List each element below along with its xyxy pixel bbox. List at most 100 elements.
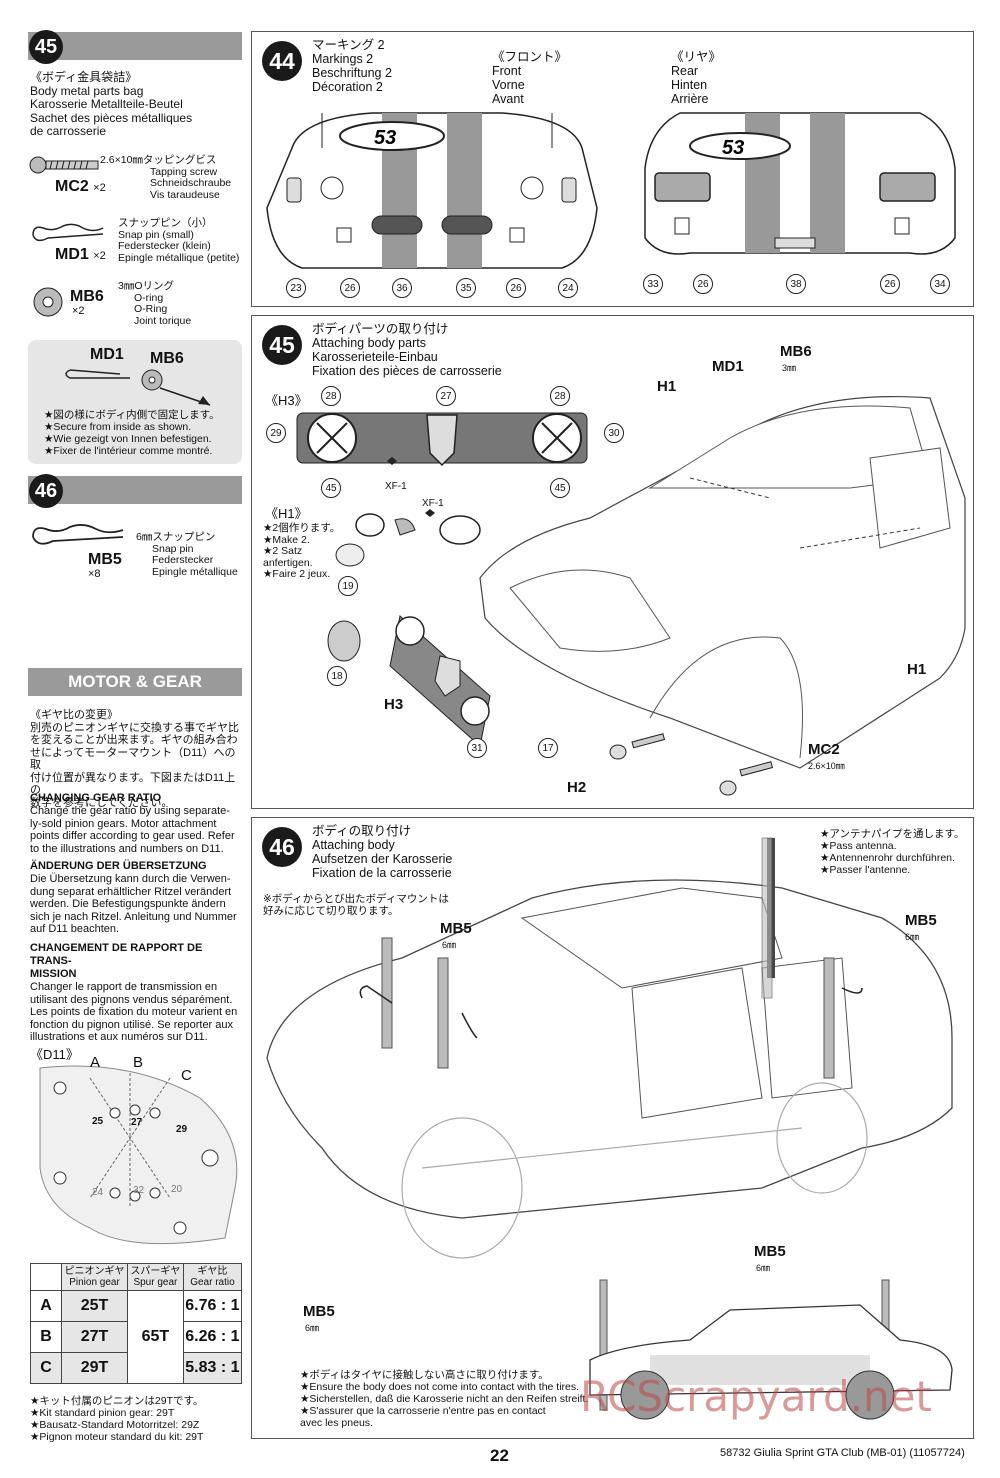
xf1-label-h1: XF-1	[422, 498, 444, 509]
table-row: A 25T 65T 6.76 : 1	[30, 1290, 243, 1384]
mirror-h1-exploded-illustration	[335, 509, 481, 567]
step45-main-number-badge: 45	[262, 325, 302, 365]
mb5-part-code: MB5	[88, 551, 122, 568]
mb6-qty: ×2	[72, 305, 85, 317]
mb5-qty: ×8	[88, 568, 101, 580]
d11-letter-c: C	[181, 1067, 192, 1084]
md1-part-code: MD1 ×2	[55, 246, 106, 263]
callout-26: 26	[880, 274, 900, 294]
o-ring-icon	[33, 287, 63, 317]
label-h1-top: H1	[657, 378, 677, 395]
table-corner	[30, 1263, 62, 1291]
callout-17: 17	[538, 738, 558, 758]
callout-33: 33	[643, 274, 663, 294]
step45-number-badge: 45	[29, 30, 63, 64]
pin-through-ring-illustration	[65, 369, 211, 406]
watermark-logo: RCScrapyard.net	[580, 1372, 932, 1421]
car-body-step45-illustration	[479, 395, 966, 769]
mc2-description: 2.6×10㎜タッピングビス Tapping screw Schneidschr…	[100, 154, 232, 201]
d11-num-20: 20	[171, 1184, 183, 1195]
side-view-clearance-illustration	[589, 1279, 953, 1420]
mb5-description: 6㎜スナップピン Snap pin Federstecker Epingle m…	[136, 531, 238, 578]
step46-main-number-badge: 46	[262, 827, 302, 867]
callout-27: 27	[436, 386, 456, 406]
callout-28: 28	[550, 386, 570, 406]
tapping-screw-icon	[29, 156, 99, 174]
clearance-notes: ★ボディはタイヤに接触しない高さに取り付けます。★Ensure the body…	[300, 1369, 589, 1429]
label-mb5-a-size: 6㎜	[442, 940, 457, 950]
callout-26: 26	[506, 278, 526, 298]
label-h2: H2	[567, 779, 587, 796]
md1-description: スナップピン（小） Snap pin (small) Federstecker …	[118, 217, 240, 264]
label-mb6: MB6	[780, 343, 812, 360]
d11-label: 《D11》	[30, 1047, 79, 1062]
mb6-description: 3㎜Oリング O-ring O-Ring Joint torique	[118, 280, 192, 327]
label-mb5-a: MB5	[440, 920, 472, 937]
gear-ratio-jp: 《ギヤ比の変更》 別売のピニオンギヤに交換する事でギヤ比 を変えることが出来ます…	[30, 709, 239, 809]
callout-36: 36	[392, 278, 412, 298]
label-mb5-c: MB5	[754, 1243, 786, 1260]
d11-num-24: 24	[92, 1187, 104, 1198]
label-mb5-b: MB5	[905, 912, 937, 929]
callout-34: 34	[930, 274, 950, 294]
panel-mb6-label: MB6	[150, 350, 184, 367]
table-row: C 29T 5.83 : 1	[30, 1352, 243, 1384]
car-front-view-illustration: 53	[266, 112, 598, 269]
callout-31: 31	[467, 738, 487, 758]
callout-45: 45	[321, 478, 341, 498]
snap-pin-small-icon	[32, 223, 104, 242]
callout-30: 30	[604, 423, 624, 443]
label-md1: MD1	[712, 358, 744, 375]
car-rear-view-illustration: 53	[644, 112, 956, 255]
callout-23: 23	[286, 278, 306, 298]
callout-26: 26	[693, 274, 713, 294]
callout-28: 28	[321, 386, 341, 406]
grille-install-illustration	[327, 615, 491, 747]
screw-h2-illustration	[609, 733, 774, 796]
mb6-part-code: MB6	[70, 288, 104, 305]
step46-number-badge: 46	[29, 474, 63, 508]
panel-notes: ★図の様にボディ内側で固定します。 ★Secure from inside as…	[44, 409, 220, 457]
step45-header-bar	[28, 32, 242, 60]
d11-letter-b: B	[133, 1054, 144, 1071]
body-metal-bag-text: 《ボディ金具袋詰》 Body metal parts bag Karosseri…	[30, 70, 193, 138]
callout-19: 19	[338, 576, 358, 596]
xf1-paint-label: XF-1	[385, 481, 407, 492]
step46-header-bar	[28, 476, 242, 504]
footer-model-text: 58732 Giulia Sprint GTA Club (MB-01) (11…	[720, 1447, 965, 1459]
label-mc2-size: 2.6×10㎜	[808, 761, 845, 771]
motor-mount-d11-diagram	[39, 1065, 238, 1245]
label-mb5-c-size: 6㎜	[756, 1263, 771, 1273]
gear-ratio-de: ÄNDERUNG DER ÜBERSETZUNG Die Übersetzung…	[30, 860, 237, 935]
label-h1-right: H1	[907, 661, 927, 678]
callout-45: 45	[550, 478, 570, 498]
mc2-part-code: MC2 ×2	[55, 178, 106, 195]
d11-letter-a: A	[90, 1054, 101, 1071]
d11-num-27: 27	[131, 1117, 143, 1128]
d11-num-29: 29	[176, 1124, 188, 1135]
snap-pin-icon	[32, 524, 124, 545]
callout-29: 29	[266, 423, 286, 443]
pass-antenna-notes: ★アンテナパイプを通します。★Pass antenna.★Antennenroh…	[820, 828, 965, 876]
label-mb5-b-size: 6㎜	[905, 932, 920, 942]
callout-24: 24	[558, 278, 578, 298]
car-number-rear: 53	[722, 137, 744, 159]
car-body-step46-illustration	[266, 837, 953, 1259]
car-number-front: 53	[374, 127, 396, 149]
callout-26: 26	[340, 278, 360, 298]
panel-md1-label: MD1	[90, 346, 124, 363]
kit-pinion-notes: ★キット付属のピニオンは29Tです。 ★Kit standard pinion …	[30, 1395, 204, 1443]
h1-subassembly-label: 《H1》	[265, 506, 308, 521]
callout-18: 18	[327, 666, 347, 686]
h3-subassembly-label: 《H3》	[265, 393, 308, 408]
grille-h3-illustration	[296, 412, 588, 467]
